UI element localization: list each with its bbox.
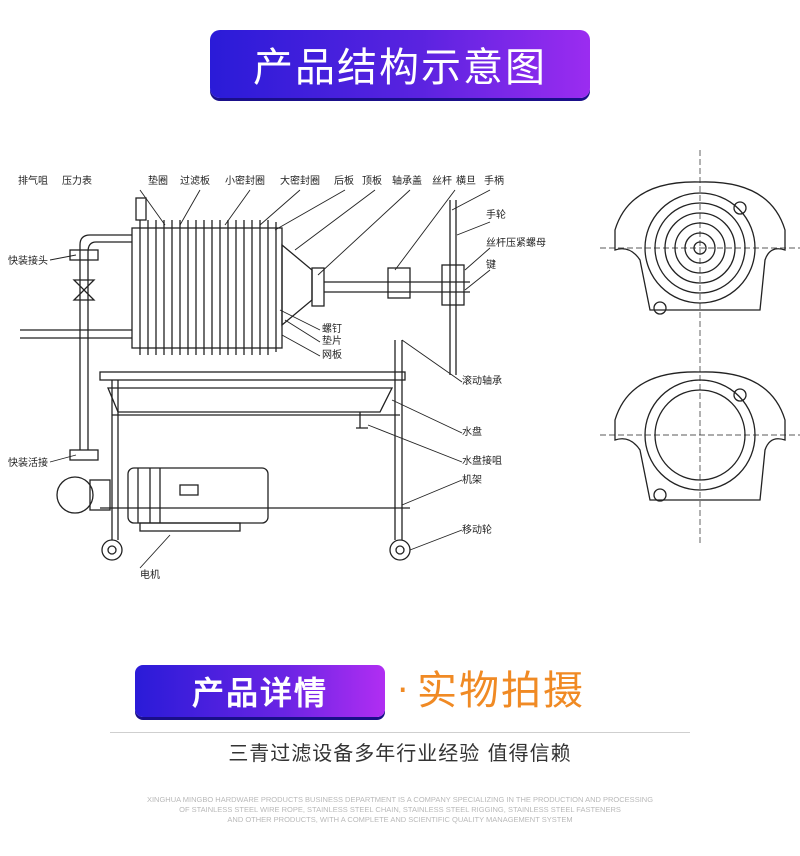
page-title: 产品结构示意图	[253, 45, 547, 91]
details-header: 产品详情 · 实物拍摄	[135, 665, 695, 717]
label-hand-wheel: 手轮	[486, 208, 506, 221]
label-filter-plate: 过滤板	[180, 174, 210, 187]
label-washer: 垫片	[322, 334, 342, 347]
frame-base	[99, 371, 406, 381]
bearing-block	[311, 267, 325, 307]
caster-left	[101, 539, 123, 561]
label-water-tray: 水盘	[462, 425, 482, 438]
pressure-gauge	[135, 197, 147, 221]
details-badge-text: 产品详情	[191, 674, 328, 712]
label-large-seal-ring: 大密封圈	[280, 174, 320, 187]
tray-nozzle	[356, 412, 368, 429]
label-rear-plate: 后板	[334, 174, 354, 187]
inlet-pipe	[79, 234, 132, 450]
pump	[56, 476, 94, 514]
water-tray	[107, 387, 394, 413]
label-motor: 电机	[140, 568, 160, 581]
label-rolling-bearing: 滚动轴承	[462, 374, 502, 387]
structure-diagram: 排气咀 压力表 垫圈 过滤板 小密封圈 大密封圈 后板 顶板 轴承盖 丝杆 横旦…	[8, 150, 800, 581]
label-frame: 机架	[462, 473, 482, 486]
label-quick-union: 快装活接	[8, 456, 48, 469]
slogan: 三青过滤设备多年行业经验 值得信赖	[228, 741, 572, 765]
details-separator: ·	[397, 670, 409, 711]
label-caster: 移动轮	[462, 523, 492, 536]
label-top-plate: 顶板	[362, 174, 382, 187]
crossbar	[387, 267, 411, 299]
company-line-3: AND OTHER PRODUCTS, WITH A COMPLETE AND …	[227, 815, 573, 824]
label-screw: 螺钉	[322, 323, 342, 335]
label-tray-nozzle: 水盘接咀	[462, 454, 502, 467]
divider	[110, 732, 690, 733]
side-view-bottom	[614, 371, 786, 502]
company-description: XINGHUA MINGBO HARDWARE PRODUCTS BUSINES…	[110, 795, 690, 825]
label-bearing-cover: 轴承盖	[392, 174, 422, 187]
label-screw-nut: 丝杆压紧螺母	[486, 237, 546, 249]
company-line-1: XINGHUA MINGBO HARDWARE PRODUCTS BUSINES…	[146, 795, 654, 804]
details-badge: 产品详情	[135, 665, 385, 717]
label-mesh-plate: 网板	[322, 348, 342, 361]
outlet-pipe	[20, 329, 132, 339]
details-title: 实物拍摄	[417, 668, 585, 714]
label-key: 键	[486, 258, 496, 271]
label-gasket-ring: 垫圈	[148, 174, 168, 187]
caster-right	[389, 539, 411, 561]
label-small-seal-ring: 小密封圈	[225, 174, 265, 187]
label-crossbar: 横旦	[456, 174, 476, 187]
title-banner: 产品结构示意图	[210, 30, 590, 98]
label-screw-rod: 丝杆	[432, 175, 452, 187]
label-pressure-gauge: 压力表	[62, 174, 92, 187]
label-vent-valve: 排气咀	[18, 174, 48, 187]
label-quick-joint: 快装接头	[8, 254, 48, 267]
company-line-2: OF STAINLESS STEEL WIRE ROPE, STAINLESS …	[179, 805, 621, 814]
label-handle: 手柄	[484, 174, 504, 187]
filter-plates	[131, 220, 283, 355]
